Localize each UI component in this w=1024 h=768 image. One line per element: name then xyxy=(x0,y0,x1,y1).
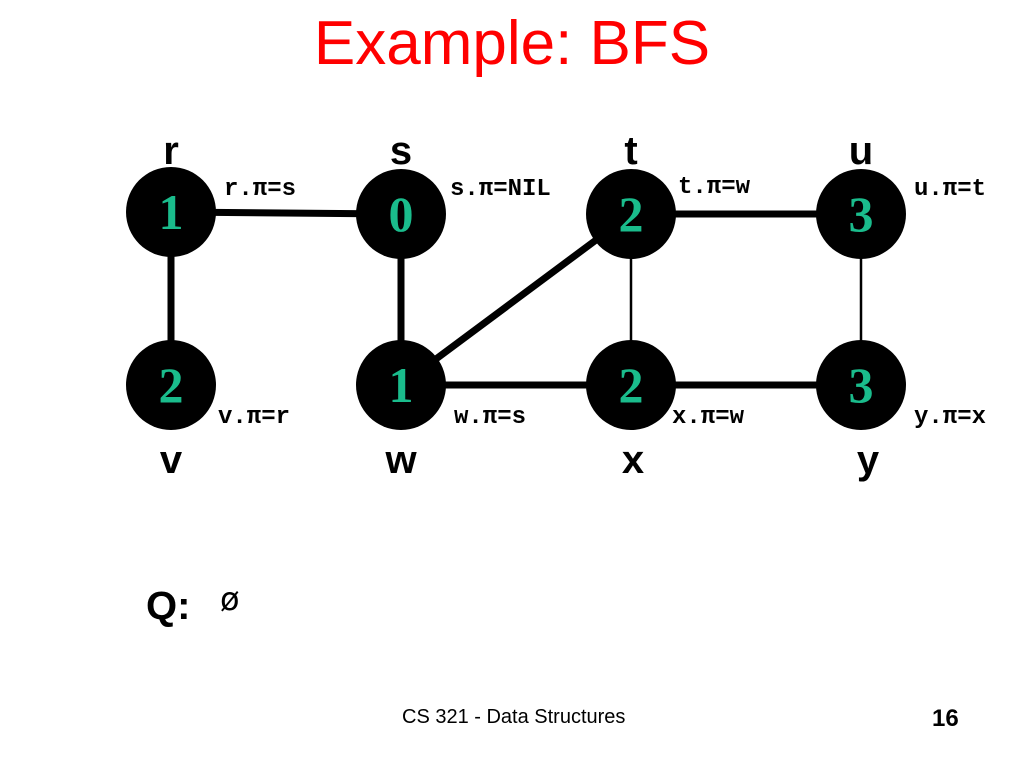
vertex-node-r xyxy=(126,167,216,257)
vertex-v: 2 xyxy=(126,340,216,430)
vertex-x: 2 xyxy=(586,340,676,430)
vertex-u: 3 xyxy=(816,169,906,259)
vertex-parent-label-w: w.π=s xyxy=(454,404,526,431)
vertex-name-w: w xyxy=(384,438,417,482)
page-number: 16 xyxy=(932,705,959,732)
queue-value: ø xyxy=(220,580,240,618)
vertex-distance-u: 3 xyxy=(849,186,874,242)
vertex-parent-label-t: t.π=w xyxy=(678,174,751,201)
vertex-s: 0 xyxy=(356,169,446,259)
vertex-parent-label-s: s.π=NIL xyxy=(450,176,551,203)
labels-layer: r r.π=s s s.π=NIL t t.π=w u u.π=t v v.π=r w w.π=s x x… xyxy=(160,129,986,482)
vertex-name-s: s xyxy=(390,129,412,173)
vertex-r: 1 xyxy=(126,167,216,257)
vertex-distance-x: 2 xyxy=(619,357,644,413)
queue-label: Q: xyxy=(146,584,191,628)
vertex-name-v: v xyxy=(160,438,183,482)
vertex-name-t: t xyxy=(624,129,637,173)
vertex-node-x xyxy=(586,340,676,430)
vertex-node-w xyxy=(356,340,446,430)
slide-title: Example: BFS xyxy=(313,9,711,78)
vertex-name-y: y xyxy=(857,438,880,482)
vertex-distance-r: 1 xyxy=(159,184,184,240)
vertex-name-r: r xyxy=(163,129,179,173)
vertex-w: 1 xyxy=(356,340,446,430)
nodes-layer: 1 0 2 3 2 1 2 3 xyxy=(126,167,906,430)
vertex-node-u xyxy=(816,169,906,259)
vertex-name-u: u xyxy=(849,129,873,173)
vertex-parent-label-u: u.π=t xyxy=(914,176,986,203)
vertex-node-y xyxy=(816,340,906,430)
vertex-distance-s: 0 xyxy=(389,186,414,242)
vertex-distance-t: 2 xyxy=(619,186,644,242)
vertex-parent-label-x: x.π=w xyxy=(672,404,745,431)
vertex-node-v xyxy=(126,340,216,430)
vertex-node-t xyxy=(586,169,676,259)
vertex-parent-label-y: y.π=x xyxy=(914,404,986,431)
vertex-y: 3 xyxy=(816,340,906,430)
vertex-distance-w: 1 xyxy=(389,357,414,413)
vertex-distance-y: 3 xyxy=(849,357,874,413)
edge-w-t xyxy=(397,210,635,389)
vertex-parent-label-r: r.π=s xyxy=(224,176,296,203)
edges-layer xyxy=(167,208,865,389)
vertex-node-s xyxy=(356,169,446,259)
vertex-distance-v: 2 xyxy=(159,357,184,413)
vertex-parent-label-v: v.π=r xyxy=(218,404,290,431)
vertex-t: 2 xyxy=(586,169,676,259)
vertex-name-x: x xyxy=(622,438,644,482)
footer-course: CS 321 - Data Structures xyxy=(402,706,626,728)
